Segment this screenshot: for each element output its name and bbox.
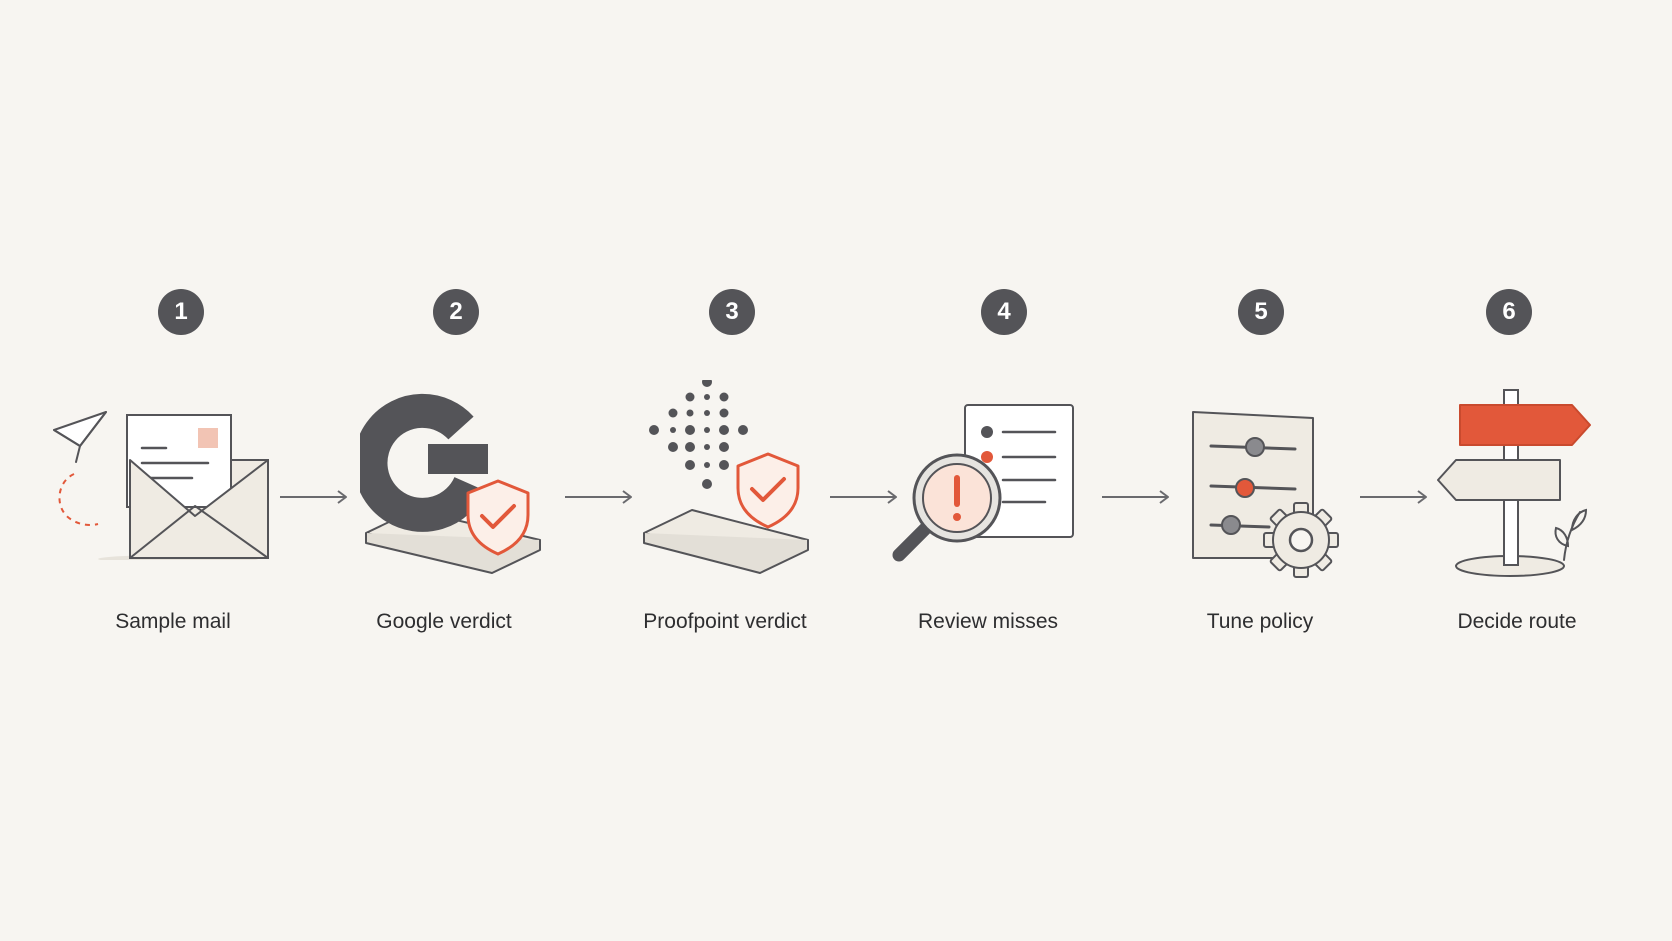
magnifier-alert-icon <box>892 404 1074 562</box>
signpost-icon <box>1437 389 1591 577</box>
step-5-label: Tune policy <box>1206 610 1314 633</box>
google-shield-icon <box>360 393 541 574</box>
step-1-badge: 1 <box>158 289 204 335</box>
step-6-label: Decide route <box>1457 610 1577 633</box>
step-5-badge: 5 <box>1238 289 1284 335</box>
arrow-right-icon <box>1102 490 1169 504</box>
step-4-label: Review misses <box>917 610 1059 633</box>
step-3-badge: 3 <box>709 289 755 335</box>
step-3-label: Proofpoint verdict <box>643 610 807 633</box>
step-2-badge: 2 <box>433 289 479 335</box>
step-1-label: Sample mail <box>115 610 231 633</box>
step-2-label: Google verdict <box>376 610 512 633</box>
arrow-right-icon <box>1360 490 1427 504</box>
step-6-badge: 6 <box>1486 289 1532 335</box>
envelope-paper-plane-icon <box>53 411 269 560</box>
dots-shield-icon <box>643 380 809 574</box>
step-4-badge: 4 <box>981 289 1027 335</box>
arrow-right-icon <box>280 490 347 504</box>
sliders-gear-icon <box>1192 411 1339 578</box>
arrow-right-icon <box>565 490 632 504</box>
arrow-right-icon <box>830 490 897 504</box>
